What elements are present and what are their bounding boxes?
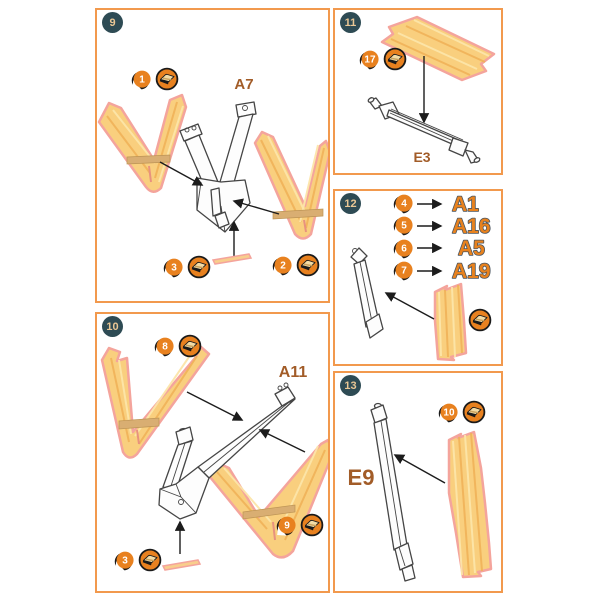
sticker-number-icon: 3 — [114, 551, 134, 571]
part-label: A19 — [451, 259, 491, 284]
wood-veneer-icon — [155, 67, 179, 91]
part-label: A5 — [457, 236, 486, 261]
step-panel-12: 12 4 A1 5 A16 6 A5 — [333, 189, 503, 366]
wood-part-right-v — [253, 130, 328, 240]
sticker-number-icon: 17 — [359, 50, 379, 70]
wood-veneer-icon — [383, 47, 407, 71]
part-label: A16 — [451, 214, 491, 239]
callout-10: 10 — [438, 400, 486, 424]
sticker-number-icon: 4 — [393, 194, 413, 214]
maps-to-arrow — [417, 243, 443, 254]
svg-text:1: 1 — [139, 74, 145, 85]
wood-veneer-icon — [468, 308, 492, 332]
callout-1: 1 — [131, 67, 179, 91]
assembly-arrow — [393, 454, 446, 484]
step-number-badge: 11 — [340, 12, 361, 33]
wood-veneer-icon — [138, 548, 162, 572]
wood-callout — [468, 308, 492, 332]
wood-strip-part — [211, 253, 253, 265]
svg-text:5: 5 — [401, 221, 407, 232]
callout-2: 2 — [272, 253, 320, 277]
svg-text:A16: A16 — [452, 215, 491, 238]
wood-veneer-icon — [462, 400, 486, 424]
wood-veneer-icon — [187, 255, 211, 279]
diagram-step-12 — [350, 247, 468, 362]
part-label: A1 — [451, 192, 480, 217]
assembly-arrow — [232, 198, 280, 215]
part-label-e3: E3 — [413, 149, 431, 165]
step-number-badge: 9 — [102, 12, 123, 33]
legend-row: 7 A19 — [393, 259, 501, 284]
svg-text:17: 17 — [364, 54, 376, 65]
legend-row: 5 A16 — [393, 214, 501, 239]
diagram-step-13 — [370, 402, 493, 582]
wood-strip-part — [161, 559, 202, 571]
step-panel-13: 13 E9 10 — [333, 371, 503, 593]
wood-part-left-v — [97, 93, 188, 193]
part-label-e9: E9 — [347, 465, 375, 490]
svg-text:3: 3 — [171, 262, 177, 273]
sticker-number-icon: 2 — [272, 256, 292, 276]
assembly-arrow — [186, 391, 244, 421]
svg-text:A19: A19 — [452, 260, 491, 283]
step-number-badge: 13 — [340, 375, 361, 396]
legend-row: 4 A1 — [393, 192, 501, 217]
sticker-number-icon: 1 — [131, 70, 151, 90]
sticker-part-legend: 4 A1 5 A16 6 A5 7 — [393, 192, 501, 284]
sticker-number-icon: 5 — [393, 217, 413, 237]
part-label-a7: A7 — [234, 76, 254, 93]
wood-veneer-icon — [300, 513, 324, 537]
sticker-number-icon: 8 — [154, 337, 174, 357]
plastic-part-e3 — [367, 97, 481, 164]
plastic-part-a7 — [179, 101, 257, 233]
svg-text:9: 9 — [284, 520, 290, 531]
svg-text:8: 8 — [162, 341, 168, 352]
sticker-number-icon: 7 — [393, 261, 413, 281]
diagram-step-11 — [367, 15, 496, 164]
sticker-number-icon: 6 — [393, 239, 413, 259]
callout-8: 8 — [154, 334, 202, 358]
sticker-number-icon: 10 — [438, 403, 458, 423]
svg-text:3: 3 — [122, 555, 128, 566]
step-panel-11: 11 E3 17 — [333, 8, 503, 175]
maps-to-arrow — [417, 265, 443, 276]
legend-row: 6 A5 — [393, 236, 501, 261]
part-label-a11: A11 — [278, 364, 308, 381]
svg-text:4: 4 — [401, 199, 407, 210]
wood-plank-part — [447, 430, 493, 579]
diagram-step-9 — [97, 93, 328, 265]
svg-text:A1: A1 — [452, 193, 479, 216]
wood-veneer-icon — [178, 334, 202, 358]
maps-to-arrow — [417, 198, 443, 209]
assembly-arrow — [159, 161, 204, 186]
step-number-badge: 12 — [340, 193, 361, 214]
plastic-part-e9 — [370, 402, 416, 582]
step-panel-9: 9 — [95, 8, 330, 303]
plastic-strut-part — [350, 247, 384, 339]
sticker-number-icon: 9 — [276, 516, 296, 536]
step-panel-10: 10 — [95, 312, 330, 593]
svg-text:7: 7 — [401, 266, 407, 277]
wood-veneer-icon — [296, 253, 320, 277]
wood-sheet-part — [380, 15, 496, 82]
svg-text:A5: A5 — [458, 237, 485, 260]
plastic-part-a11 — [158, 382, 296, 520]
callout-3: 3 — [114, 548, 162, 572]
assembly-arrow — [258, 429, 306, 453]
callout-9: 9 — [276, 513, 324, 537]
sticker-number-icon: 3 — [163, 258, 183, 278]
step-number-badge: 10 — [102, 316, 123, 337]
svg-text:2: 2 — [280, 260, 286, 271]
svg-text:10: 10 — [443, 407, 455, 418]
callout-3: 3 — [163, 255, 211, 279]
assembly-arrow — [384, 292, 435, 320]
wood-plank-part — [433, 282, 468, 362]
svg-text:6: 6 — [401, 244, 407, 255]
maps-to-arrow — [417, 220, 443, 231]
callout-17: 17 — [359, 47, 407, 71]
wood-part-left-v — [100, 345, 211, 459]
